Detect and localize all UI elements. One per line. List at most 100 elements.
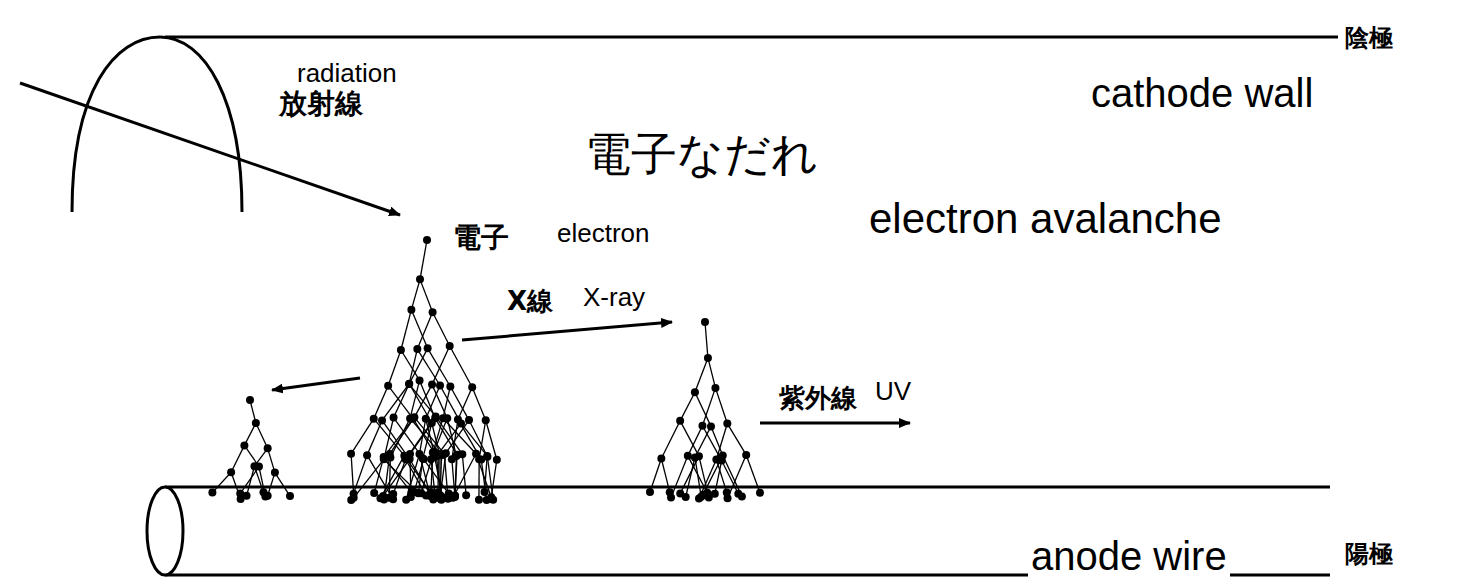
electron-dot [446,342,454,350]
electron-dot [712,455,720,463]
electron-dot [440,450,448,458]
avalanche-track [661,421,680,459]
avalanche-track [458,419,481,459]
avalanche-track [212,472,231,492]
cathode-line [165,36,1338,39]
avalanche-track [390,417,415,454]
electron-dot [427,455,435,463]
label: electron [554,218,653,249]
electron-dot [468,383,476,391]
label: X-ray [580,282,648,313]
electron-dot [698,422,706,430]
avalanche-track [722,461,739,494]
label: 紫外線 [776,383,860,414]
electron-dot [402,496,410,504]
avalanche-track [401,350,420,380]
electron-dot [444,495,452,503]
electron-dot [271,469,279,477]
electron-dot [723,420,731,428]
electron-dot [454,415,462,423]
electron-dot [402,455,410,463]
electron-dot [711,490,719,498]
electron-dot [446,382,454,390]
electron-dot [667,494,675,502]
avalanche-track [716,424,727,460]
anode-end [147,487,183,575]
electron-dot [724,494,732,502]
avalanche-track [715,388,727,424]
avalanche-track [394,384,410,417]
electron-dot [286,492,294,500]
electron-dot [475,496,483,504]
label: 陽極 [1342,540,1396,568]
electron-dot [475,455,483,463]
avalanche-trees [208,236,764,504]
avalanche-track [382,420,410,459]
avalanche-track [367,420,382,455]
electron-dot [243,492,251,500]
electron-dot [380,495,388,503]
avalanche-track [354,459,384,497]
avalanche-track [409,384,436,416]
avalanche-track [433,312,450,346]
cathode-arch [72,37,242,212]
avalanche-track [420,240,427,279]
avalanche-track [247,466,255,496]
electron-dot [423,236,431,244]
electron-dot [691,388,699,396]
electron-dot [436,382,444,390]
electron-dot [416,275,424,283]
avalanche-track [374,386,388,419]
electron-dot [380,455,388,463]
electron-dot [370,489,378,497]
electron-dot [707,422,715,430]
electron-dot [481,488,489,496]
electron-dot [462,491,470,499]
electron-dot [465,416,473,424]
electron-dot [756,489,764,497]
avalanche-track [705,322,708,358]
label: electron avalanche [866,195,1225,243]
avalanche-track [384,418,394,460]
avalanche-track [695,457,701,496]
electron-dot [734,490,742,498]
electron-dot [487,495,495,503]
electron-dot [413,345,421,353]
avalanche-track [708,358,716,388]
radiation-arrow [20,83,400,215]
avalanche-track [703,456,723,495]
electron-dot [417,489,425,497]
electron-dot [711,384,719,392]
electron-dot [386,450,394,458]
avalanche-track [393,459,405,494]
avalanche-track [351,454,354,494]
anode-top [165,486,1330,489]
electron-dot [208,489,216,497]
avalanche-track [380,456,404,498]
electron-dot [407,306,415,314]
label: X線 [504,286,556,317]
electron-dot [451,493,459,501]
electron-dot [676,417,684,425]
avalanche-track [388,350,401,386]
label: 電子なだれ [582,128,821,181]
avalanche-track [688,426,703,456]
electron-dot [246,396,254,404]
electron-dot [363,451,371,459]
electron-dot [264,444,272,452]
avalanche-track [478,459,479,500]
electron-dot [443,414,451,422]
avalanche-track [702,388,715,426]
avalanche-track [650,459,661,493]
label: UV [872,376,914,407]
avalanche-track [472,387,486,420]
avalanche-track [746,455,760,493]
avalanche-track [450,346,473,387]
avalanche-track [428,348,451,386]
electron-dot [695,495,703,503]
avalanche-track [231,445,244,472]
avalanche-track [409,384,431,423]
electron-dot [250,462,258,470]
avalanche-track [411,279,420,309]
electron-dot [416,376,424,384]
